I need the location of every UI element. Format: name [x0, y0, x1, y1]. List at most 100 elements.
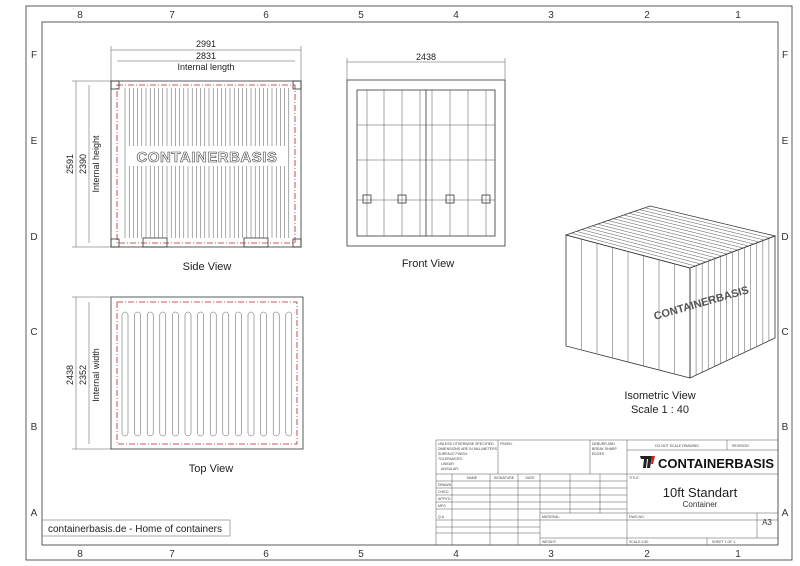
corner-casting	[110, 80, 120, 90]
grid-row-label: B	[31, 422, 38, 433]
grid-column-label: 8	[77, 10, 83, 21]
iso-view-label: Isometric View	[624, 390, 695, 402]
grid-row-label: D	[30, 232, 37, 243]
revision-label: REVISION	[732, 444, 749, 448]
do-not-scale: DO NOT SCALE DRAWING	[655, 444, 699, 448]
grid-row-label: F	[782, 50, 788, 61]
dim-length: 2991	[196, 39, 216, 49]
roof-rib	[235, 311, 242, 437]
grid-row-label: E	[31, 136, 38, 147]
sheet-size: A3	[762, 518, 772, 527]
roof-rib	[623, 214, 749, 247]
deburr-text: BREAK SHARP	[592, 447, 618, 451]
grid-column-label: 2	[644, 549, 650, 560]
roof-rib	[613, 218, 738, 251]
grid-row-label: E	[782, 136, 789, 147]
grid-column-label: 1	[735, 549, 741, 560]
corner-casting	[292, 238, 302, 248]
roof-rib	[197, 311, 204, 437]
dim-internal-width: 2352	[78, 365, 88, 385]
roof-rib	[628, 213, 754, 245]
grid-row-label: A	[31, 508, 38, 519]
door-handle	[397, 194, 407, 204]
roof-rib	[184, 311, 192, 437]
company-logo-icon	[640, 456, 655, 468]
row-label: Q.A	[438, 515, 445, 519]
title-block: UNLESS OTHERWISE SPECIFIED: DIMENSIONS A…	[435, 439, 779, 546]
footer-note: containerbasis.de - Home of containers	[48, 524, 222, 535]
grid-column-label: 7	[169, 549, 175, 560]
roof-rib	[592, 225, 717, 259]
roof-rib	[586, 227, 712, 261]
spec-line: LINEAR:	[441, 462, 455, 466]
internal-height-label: Internal height	[91, 135, 101, 193]
roof-rib	[634, 211, 760, 243]
front-view-label: Front View	[402, 258, 454, 270]
deburr-text: DEBURR AND	[592, 442, 615, 446]
roof-rib	[159, 311, 167, 437]
side-frame	[110, 80, 302, 248]
title-label: TITLE:	[629, 476, 640, 480]
grid-column-label: 2	[644, 10, 650, 21]
roof-rib	[260, 311, 267, 437]
drawing-title: 10ft Standart	[663, 485, 738, 500]
grid-column-label: 7	[169, 10, 175, 21]
top-frame	[110, 296, 304, 450]
row-label: DRAWN	[438, 483, 452, 487]
roof-rib	[247, 311, 255, 437]
row-label: MFG	[438, 504, 446, 508]
roof-corrugations	[121, 311, 293, 437]
col-header: NAME	[467, 476, 478, 480]
footer-note-box	[41, 519, 231, 537]
forklift-pocket	[243, 237, 269, 248]
door-handle	[481, 194, 491, 204]
dim-top-width: 2438	[65, 365, 75, 385]
roof-rib	[602, 222, 728, 255]
iso-logo: CONTAINERBASIS	[653, 284, 751, 323]
corner-casting	[110, 238, 120, 248]
grid-row-label: C	[781, 327, 788, 338]
logo-bg	[126, 146, 288, 166]
dwg-no-label: DWG NO.	[629, 515, 645, 519]
door-handle	[362, 194, 372, 204]
dim-front-width: 2438	[416, 52, 436, 62]
roof-rib	[285, 311, 293, 437]
material-label: MATERIAL:	[542, 515, 560, 519]
roof-rib	[209, 311, 217, 437]
company-name: CONTAINERBASIS	[658, 456, 774, 471]
side-view-label: Side View	[183, 261, 232, 273]
roof-rib	[644, 207, 770, 239]
grid-column-label: 3	[548, 10, 554, 21]
front-view: 2438 Front View	[346, 52, 506, 270]
side-view: CONTAINERBASIS 2991 2831 Internal length…	[65, 39, 302, 273]
iso-scale: Scale 1 : 40	[631, 404, 689, 416]
top-view: 2438 2352 Internal width Top View	[65, 296, 304, 475]
signature-grid	[436, 474, 627, 545]
grid-row-label: B	[782, 422, 789, 433]
grid-row-label: D	[781, 232, 788, 243]
row-label: CHK'D	[438, 490, 449, 494]
roof-rib	[146, 311, 154, 437]
dim-internal-length: 2831	[196, 51, 216, 61]
internal-width-label: Internal width	[91, 348, 101, 402]
grid-column-label: 8	[77, 549, 83, 560]
spec-line: ANGULAR:	[441, 467, 459, 471]
grid-column-label: 4	[453, 10, 459, 21]
col-header: DATE	[525, 476, 535, 480]
dim-height: 2591	[65, 154, 75, 174]
corner-casting	[292, 80, 302, 90]
spec-line: UNLESS OTHERWISE SPECIFIED:	[438, 442, 495, 446]
front-frame	[346, 79, 506, 247]
inner-border	[41, 21, 779, 546]
roof-rib	[121, 311, 129, 437]
roof-rib	[597, 223, 722, 257]
weight-label: WEIGHT:	[542, 540, 557, 544]
grid-row-label: F	[31, 50, 37, 61]
grid-column-label: 5	[358, 10, 364, 21]
roof-rib	[639, 209, 765, 241]
row-label: APPV'D	[438, 497, 451, 501]
spec-line: DIMENSIONS ARE IN MILLIMETERS	[438, 447, 498, 451]
roof-rib	[134, 311, 141, 437]
roof-rib	[618, 216, 744, 249]
